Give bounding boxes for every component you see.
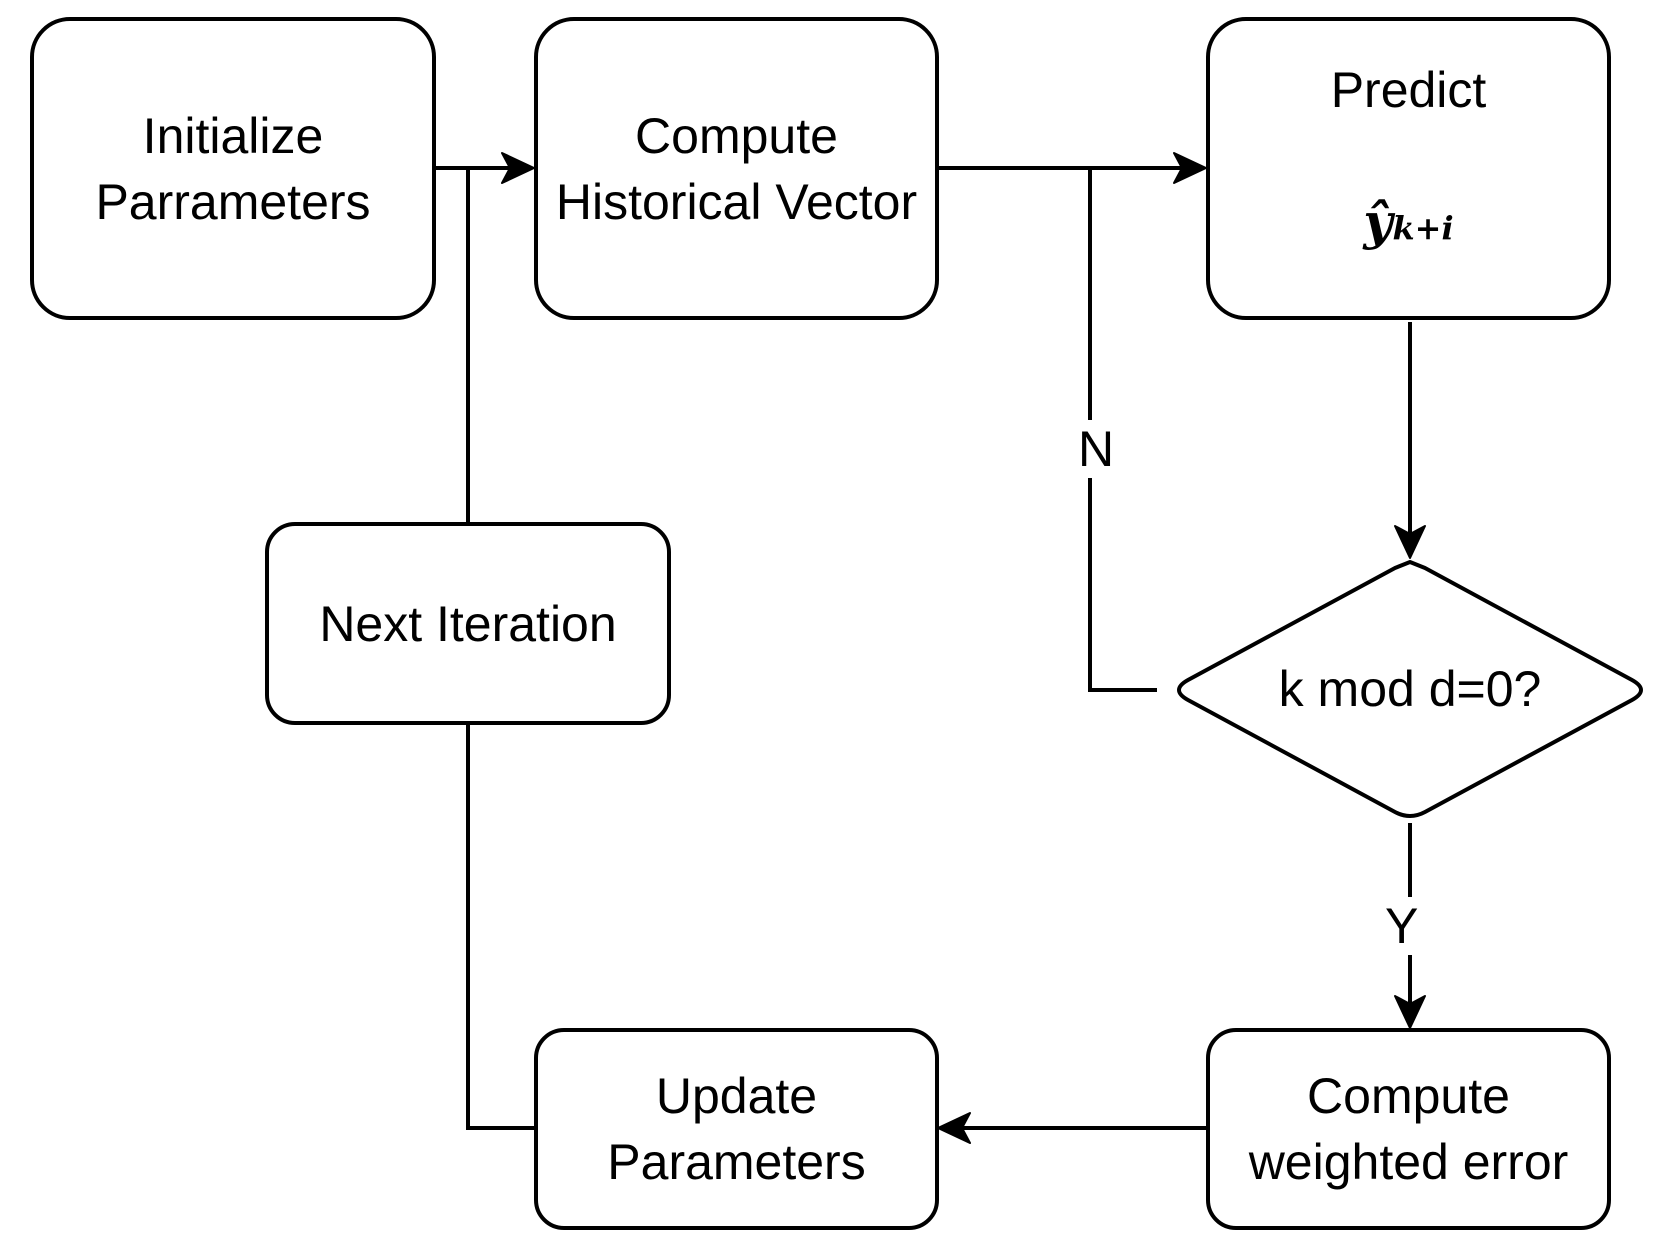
arrowhead-historical: [501, 152, 535, 184]
node-weighted-line2: weighted error: [1248, 1134, 1569, 1190]
arrowhead-weighted: [1394, 995, 1426, 1029]
arrowhead-predict: [1173, 152, 1207, 184]
formula-subscript: k+i: [1392, 209, 1454, 247]
node-weighted-line1: Compute: [1307, 1068, 1510, 1124]
node-next-iteration: Next Iteration: [265, 522, 671, 725]
node-update-line2: Parameters: [607, 1134, 866, 1190]
node-compute-weighted-error: Compute weighted error: [1206, 1028, 1611, 1230]
node-update-parameters: Update Parameters: [534, 1028, 939, 1230]
node-compute-historical-vector: Compute Historical Vector: [534, 17, 939, 320]
node-predict-title: Predict: [1330, 62, 1487, 118]
node-initialize-parameters: Initialize Parrameters: [30, 17, 436, 320]
node-update-line1: Update: [655, 1068, 818, 1124]
node-predict-formula: ŷk+i: [1210, 189, 1607, 255]
decision-diamond: [1177, 560, 1643, 818]
node-predict: Predict ŷk+i: [1206, 17, 1611, 320]
node-historical-line1: Compute: [635, 107, 838, 164]
node-next-label: Next Iteration: [319, 595, 617, 652]
node-historical-line2: Historical Vector: [555, 173, 918, 230]
arrowhead-decision: [1394, 525, 1426, 559]
node-initialize-line2: Parrameters: [95, 173, 371, 230]
arrowhead-update: [937, 1112, 971, 1144]
node-initialize-line1: Initialize: [142, 107, 324, 164]
formula-y-hat: ŷ: [1363, 192, 1393, 251]
node-decision-label: k mod d=0?: [1278, 661, 1542, 717]
edge-update-to-next: [466, 725, 534, 1130]
edge-decision-no-branch: [1088, 168, 1157, 692]
edge-label-no: N: [1078, 420, 1115, 478]
edge-label-yes: Y: [1383, 897, 1421, 955]
